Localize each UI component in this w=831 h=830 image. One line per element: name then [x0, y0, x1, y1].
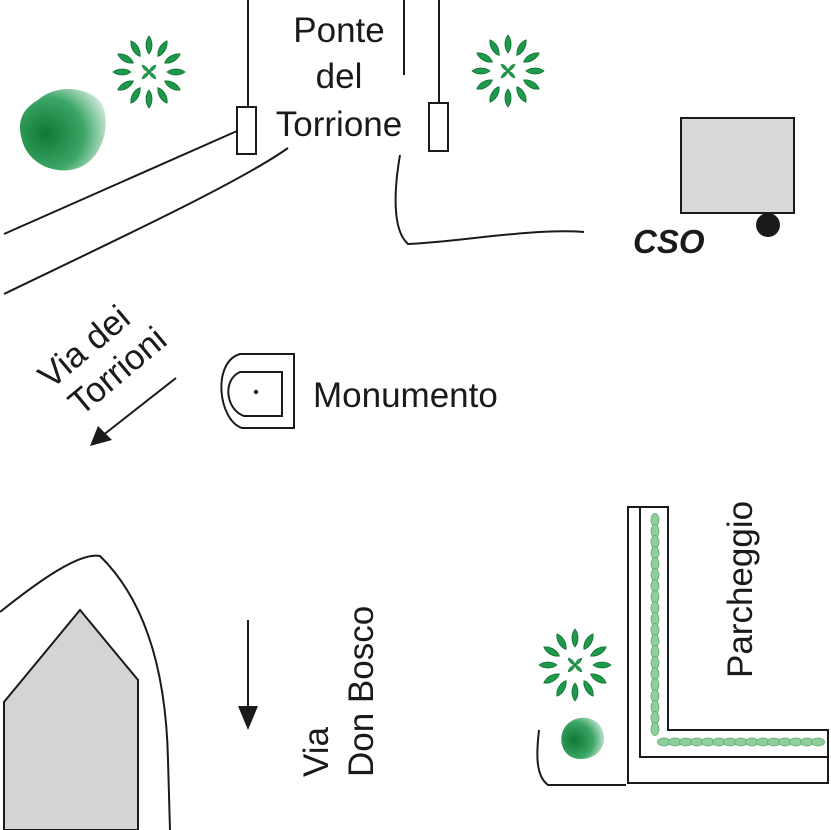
tree-leaf: [571, 682, 579, 702]
hedge-shrub: [650, 722, 660, 736]
tree-leaf: [166, 68, 186, 76]
tree-leaf: [554, 631, 569, 652]
tree-leaf: [499, 69, 510, 80]
tree-leaf: [145, 35, 153, 55]
monument-label: Monumento: [313, 376, 498, 415]
tree-leaf: [521, 77, 542, 92]
hedge-shrub: [811, 737, 825, 747]
street-donbosco-line1: Via: [297, 727, 336, 777]
tree-leaf: [541, 644, 562, 659]
car-icon: [680, 117, 795, 237]
tree-icon: [112, 35, 186, 109]
bridge-left-pillar: [236, 106, 257, 155]
bridge-right-pillar: [428, 102, 449, 152]
tree-icon: [538, 628, 612, 702]
tree-icon: [471, 34, 545, 108]
tree-leaf: [571, 628, 579, 648]
tree-leaf: [112, 68, 132, 76]
roads: [0, 130, 626, 830]
tree-leaf: [581, 631, 596, 652]
road-parking-curve: [536, 729, 626, 786]
bush-icon: [561, 717, 604, 760]
tree-leaf: [554, 678, 569, 699]
tree-leaf: [504, 34, 512, 54]
tree-leaf: [162, 51, 183, 66]
bridge-name-line1: Ponte: [293, 11, 384, 50]
tree-leaf: [140, 63, 151, 74]
building: [3, 608, 139, 830]
tree-leaf: [487, 84, 502, 105]
hedge: [650, 513, 825, 747]
tree-leaf: [162, 78, 183, 93]
tree-leaf: [566, 656, 577, 667]
road-upper-edge: [3, 130, 238, 235]
tree-leaf: [499, 62, 510, 73]
tree-leaf: [521, 50, 542, 65]
direction-arrow-icon: [238, 620, 258, 730]
tree-leaf: [588, 644, 609, 659]
tree-leaf: [487, 37, 502, 58]
tree-leaf: [128, 38, 143, 59]
bridge-name-line3: Torrione: [276, 105, 402, 144]
tree-leaf: [155, 38, 170, 59]
tree-leaf: [592, 661, 612, 669]
tree-leaf: [145, 89, 153, 109]
cso-label: CSO: [633, 223, 705, 260]
tree-leaf: [115, 78, 136, 93]
parking-label: Parcheggio: [721, 501, 760, 678]
tree-leaf: [581, 678, 596, 699]
tree-leaf: [155, 85, 170, 106]
tree-leaf: [566, 663, 577, 674]
tree-leaf: [538, 661, 558, 669]
direction-arrow-icon: [90, 377, 177, 446]
bridge-name-line2: del: [316, 57, 363, 96]
tree-leaf: [128, 85, 143, 106]
tree-leaf: [588, 671, 609, 686]
bridge-structure: [236, 0, 449, 155]
road-lower-edge: [3, 147, 289, 295]
tree-leaf: [115, 51, 136, 66]
tree-leaf: [474, 77, 495, 92]
monument-icon: [220, 353, 295, 429]
tree-leaf: [514, 84, 529, 105]
tree-leaf: [474, 50, 495, 65]
bush-icon: [19, 88, 106, 171]
road-right-curve: [394, 154, 585, 246]
tree-leaf: [471, 67, 491, 75]
tree-leaf: [514, 37, 529, 58]
tree-leaf: [140, 70, 151, 81]
street-donbosco-line2: Don Bosco: [342, 606, 381, 777]
road-lower-left-curve: [0, 554, 171, 830]
tree-leaf: [504, 88, 512, 108]
tree-leaf: [525, 67, 545, 75]
tree-leaf: [541, 671, 562, 686]
parking-area: [627, 506, 829, 784]
